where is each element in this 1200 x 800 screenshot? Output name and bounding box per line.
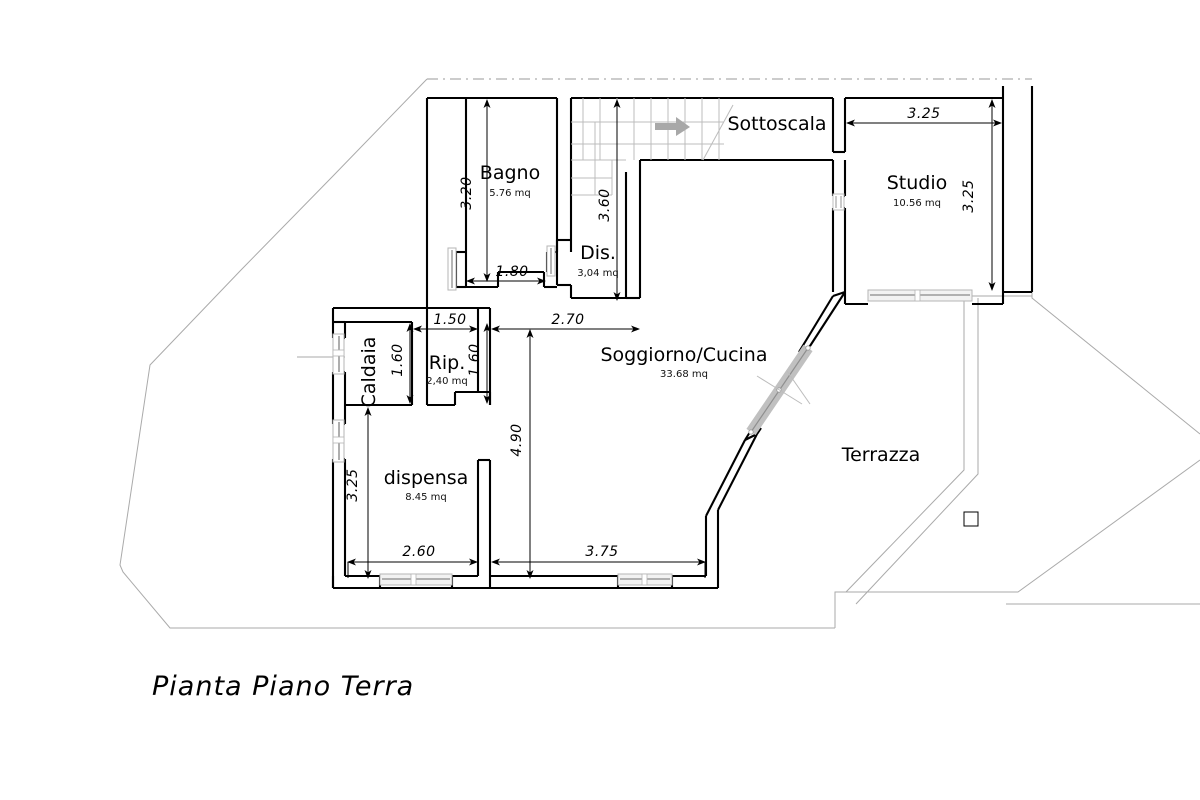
dimension-labels: 3.20 1.80 3.60 1.50 2.70 1.60 1.60 3.25 … [345, 106, 977, 560]
window-studio [867, 289, 973, 302]
dim-dispensa-width: 2.60 [402, 544, 435, 560]
sliding-door-terrace [746, 344, 813, 436]
room-label-bagno: Bagno [480, 162, 540, 184]
window-bagno [447, 247, 457, 291]
room-label-caldaia: Caldaia [358, 337, 380, 408]
window-soggiorno-bottom [617, 573, 673, 586]
stair-direction-arrow [655, 117, 690, 136]
window-dis [546, 245, 556, 277]
dim-soggiorno-width: 3.75 [585, 544, 618, 560]
dim-soggiorno-height: 4.90 [509, 423, 525, 456]
dim-bagno-height: 3.20 [459, 176, 475, 209]
door-studio [832, 193, 845, 211]
room-label-dis: Dis. [580, 242, 616, 264]
room-label-terrazza: Terrazza [841, 444, 921, 466]
room-label-rip: Rip. [429, 352, 466, 374]
room-label-sottoscala: Sottoscala [727, 113, 826, 135]
room-area-studio: 10.56 mq [893, 198, 941, 209]
dim-left-height: 3.25 [345, 468, 361, 501]
dim-soggiorno-top: 2.70 [551, 312, 584, 328]
building-walls [331, 86, 1034, 590]
room-label-studio: Studio [887, 172, 948, 194]
window-fixtures [332, 193, 973, 586]
window-caldaia [332, 333, 345, 375]
page-title: Pianta Piano Terra [152, 671, 414, 702]
dim-studio-height: 3.25 [961, 179, 977, 212]
dim-dis-height: 3.60 [597, 188, 613, 221]
room-area-soggiorno: 33.68 mq [660, 369, 708, 380]
room-area-dis: 3,04 mq [577, 268, 619, 279]
window-dispensa-left [332, 419, 345, 463]
terrace-outline [845, 298, 979, 605]
room-area-bagno: 5.76 mq [489, 188, 531, 199]
dim-bagno-width: 1.80 [495, 264, 528, 280]
room-label-dispensa: dispensa [384, 467, 469, 489]
dim-studio-width: 3.25 [907, 106, 940, 122]
dim-rip-height: 1.60 [467, 343, 483, 376]
dim-caldaia-height: 1.60 [390, 343, 406, 376]
dim-rip-left-width: 1.50 [433, 312, 466, 328]
staircase [571, 98, 734, 196]
room-labels: Bagno 5.76 mq Dis. 3,04 mq Sottoscala St… [358, 113, 947, 503]
window-dispensa-bottom [379, 573, 453, 586]
room-area-rip: 2,40 mq [426, 376, 468, 387]
dimension-lines [347, 99, 1002, 579]
room-area-dispensa: 8.45 mq [405, 492, 447, 503]
room-label-soggiorno: Soggiorno/Cucina [601, 344, 768, 366]
